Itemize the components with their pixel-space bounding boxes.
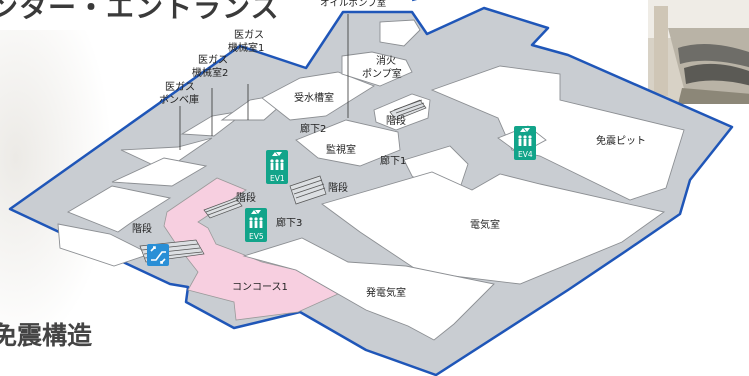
label-oil-pump: オイルポンプ室 xyxy=(320,0,386,9)
section-heading: 免震構造 xyxy=(0,321,93,350)
label-generator: 発電気室 xyxy=(366,286,406,299)
elevator-icon xyxy=(249,210,263,228)
label-medgas-machine2-l1: 医ガス xyxy=(198,54,228,66)
label-electric: 電気室 xyxy=(470,218,500,231)
room-left-block2 xyxy=(111,157,208,187)
label-stairs-upper: 階段 xyxy=(386,114,406,127)
label-medgas-machine1-l2: 機械室1 xyxy=(228,41,264,54)
room-water-tank xyxy=(261,71,375,121)
elevator-label: EV5 xyxy=(249,232,264,241)
label-seismic-pit: 免震ピット xyxy=(596,134,646,147)
room-oil-pump xyxy=(379,19,421,47)
label-corridor3: 廊下3 xyxy=(276,216,302,229)
page-title: ンター・エントランス xyxy=(0,0,280,24)
label-fire-pump-l2: ポンプ室 xyxy=(362,67,402,80)
room-left-block xyxy=(66,185,172,233)
label-stairs-left-small: 階段 xyxy=(236,191,256,204)
room-left-lower xyxy=(57,223,152,267)
elevator-label: EV4 xyxy=(518,150,533,159)
label-corridor1: 廊下1 xyxy=(380,154,406,167)
label-corridor2: 廊下2 xyxy=(300,122,326,135)
elevator-icon xyxy=(270,152,284,170)
escalator-badge[interactable] xyxy=(147,244,169,266)
label-water-tank: 受水槽室 xyxy=(294,91,334,104)
room-monitor xyxy=(295,119,401,167)
label-stairs-center: 階段 xyxy=(328,181,348,194)
label-monitor: 監視室 xyxy=(326,143,356,156)
escalator-icon xyxy=(150,246,166,264)
room-electric xyxy=(321,171,666,285)
room-fire-pump xyxy=(341,51,413,87)
elevator-ev4[interactable]: EV4 xyxy=(514,126,536,160)
elevator-ev5[interactable]: EV5 xyxy=(245,208,267,242)
label-concourse1: コンコース1 xyxy=(232,282,288,293)
label-fire-pump-l1: 消火 xyxy=(376,54,396,67)
label-medgas-cylinder-l1: 医ガス xyxy=(165,81,195,93)
elevator-icon xyxy=(518,128,532,146)
label-medgas-machine2-l2: 機械室2 xyxy=(192,66,228,79)
elevator-label: EV1 xyxy=(270,174,285,183)
label-medgas-cylinder-l2: ボンベ庫 xyxy=(159,93,199,106)
escalator-photo xyxy=(648,0,749,104)
label-stairs-left: 階段 xyxy=(132,222,152,235)
elevator-ev1[interactable]: EV1 xyxy=(266,150,288,184)
room-generator xyxy=(242,237,495,341)
label-medgas-machine1-l1: 医ガス xyxy=(234,29,264,41)
